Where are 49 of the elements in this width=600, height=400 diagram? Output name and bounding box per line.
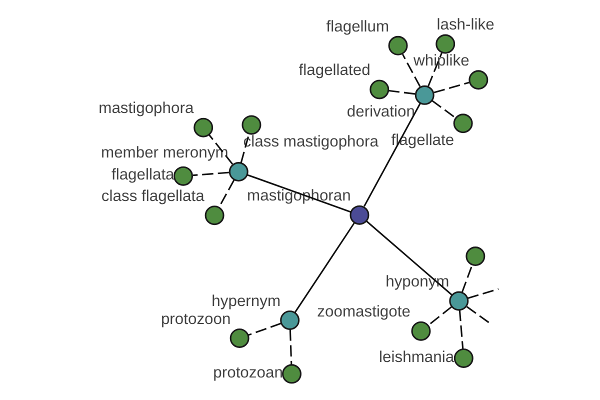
- connector: [366, 220, 452, 296]
- node-circle: [411, 321, 431, 341]
- node-circle: [468, 70, 488, 90]
- node-circle: [436, 34, 456, 54]
- connector: [428, 52, 443, 87]
- connector: [466, 306, 492, 326]
- connector: [289, 330, 292, 365]
- node-label: lash-like: [436, 16, 494, 34]
- node-label: flagellum: [326, 18, 390, 36]
- node-label: protozoon: [160, 310, 231, 328]
- node-label: mastigophora: [98, 100, 194, 118]
- node-circle: [282, 364, 302, 384]
- node-circle: [454, 348, 474, 368]
- node-circle: [414, 85, 434, 105]
- node-circle: [228, 162, 248, 182]
- node-label: whiplike: [414, 52, 470, 70]
- connector: [461, 264, 473, 293]
- node-label: leishmania: [379, 348, 454, 366]
- node-circle: [350, 205, 370, 225]
- connector: [432, 100, 456, 118]
- connector: [192, 172, 230, 176]
- node-label: derivation: [346, 104, 415, 121]
- node-circle: [204, 206, 224, 226]
- connector: [294, 222, 356, 314]
- node-label: hypernym: [212, 292, 281, 310]
- connector: [402, 54, 421, 87]
- connector: [428, 306, 452, 326]
- node-circle: [242, 115, 262, 135]
- node-label: protozoan: [213, 364, 283, 382]
- node-label: zoomastigote: [317, 304, 410, 321]
- node-circle: [370, 80, 390, 100]
- node-label: class flagellata: [101, 188, 204, 206]
- connector: [467, 288, 499, 300]
- connector: [434, 82, 470, 94]
- connector: [363, 102, 422, 207]
- node-circle: [453, 114, 473, 134]
- connector: [458, 310, 464, 349]
- connector: [248, 322, 282, 336]
- node-circle: [174, 166, 193, 186]
- node-label: member meronym: [101, 144, 228, 162]
- connector: [208, 134, 234, 165]
- node-circle: [388, 36, 408, 56]
- node-circle: [230, 328, 250, 348]
- node-circle: [194, 118, 214, 138]
- node-circle: [280, 310, 300, 330]
- connector: [388, 90, 416, 95]
- node-circle: [466, 246, 486, 266]
- node-label: flagellated: [298, 62, 370, 80]
- node-circle: [449, 291, 469, 311]
